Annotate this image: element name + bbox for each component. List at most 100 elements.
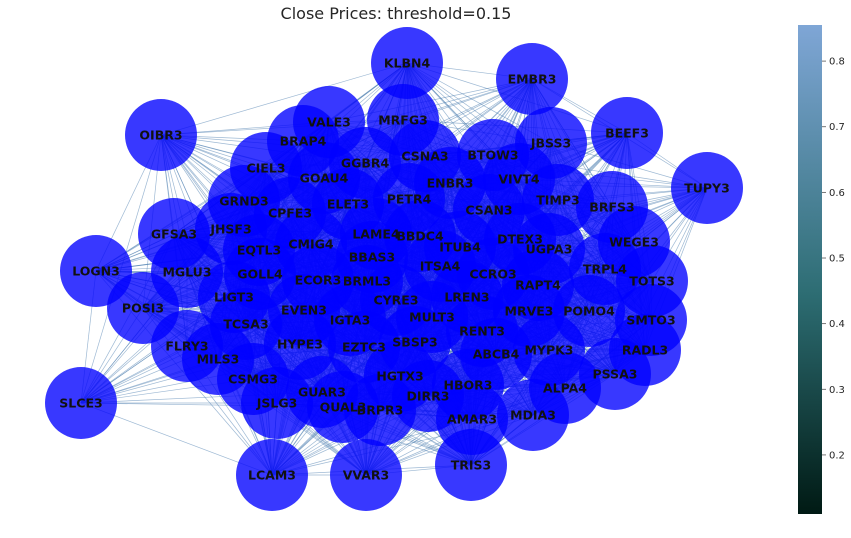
node-tris3 [435, 429, 507, 501]
colorbar-tick-label: 0.3 [829, 385, 845, 396]
node-label: VIVT4 [498, 172, 540, 187]
node-label: TCSA3 [223, 317, 268, 332]
node-label: IGTA3 [330, 313, 371, 328]
node-brpr3 [344, 374, 416, 446]
node-label: LAME4 [352, 227, 400, 242]
node-label: MDIA3 [510, 408, 556, 423]
colorbar-gradient [798, 25, 822, 514]
node-label: BTOW3 [467, 148, 518, 163]
colorbar-tick-label: 0.8 [829, 57, 845, 68]
node-oibr3 [125, 99, 197, 171]
node-label: RAPT4 [515, 278, 561, 293]
node-label: AMAR3 [447, 412, 497, 427]
node-label: OIBR3 [139, 128, 182, 143]
colorbar-tick-label: 0.4 [829, 319, 845, 330]
node-label: ELET3 [327, 197, 369, 212]
node-circle [241, 367, 313, 439]
node-circle [344, 374, 416, 446]
node-circle [496, 43, 568, 115]
node-label: TUPY3 [684, 181, 730, 196]
node-circle [591, 97, 663, 169]
node-label: DIRR3 [407, 389, 450, 404]
node-label: JSLG3 [256, 396, 298, 411]
node-label: CYRE3 [373, 293, 418, 308]
node-label: SLCE3 [59, 396, 102, 411]
node-label: MULT3 [409, 310, 455, 325]
node-label: CSAN3 [465, 203, 512, 218]
node-label: GRND3 [219, 194, 268, 209]
node-label: VALE3 [307, 115, 351, 130]
node-label: GOLL4 [237, 267, 283, 282]
node-label: PETR4 [387, 192, 432, 207]
node-circle [125, 99, 197, 171]
node-label: ENBR3 [427, 176, 474, 191]
node-label: TRIS3 [451, 458, 492, 473]
node-label: BBDC4 [396, 229, 444, 244]
chart-title: Close Prices: threshold=0.15 [281, 4, 512, 23]
node-label: HBOR3 [444, 378, 493, 393]
node-label: CPFE3 [268, 206, 312, 221]
node-label: MILS3 [197, 352, 240, 367]
node-label: PSSA3 [593, 367, 638, 382]
node-label: TOTS3 [629, 274, 674, 289]
node-label: LCAM3 [248, 468, 296, 483]
node-label: GFSA3 [151, 227, 197, 242]
node-embr3 [496, 43, 568, 115]
node-label: TIMP3 [536, 193, 579, 208]
node-label: FLRY3 [165, 339, 208, 354]
node-label: BRML3 [343, 274, 391, 289]
node-beef3 [591, 97, 663, 169]
node-label: GGBR4 [341, 156, 390, 171]
node-label: BRAP4 [280, 134, 327, 149]
colorbar-tick-label: 0.6 [829, 188, 845, 199]
node-label: EZTC3 [342, 340, 386, 355]
node-jslg3 [241, 367, 313, 439]
node-label: SMTO3 [626, 313, 675, 328]
node-label: BEEF3 [605, 126, 649, 141]
colorbar-tick-label: 0.2 [829, 450, 845, 461]
node-label: CSMG3 [228, 372, 278, 387]
node-label: LREN3 [444, 290, 489, 305]
node-label: EVEN3 [281, 303, 327, 318]
node-label: LOGN3 [72, 264, 120, 279]
node-label: EQTL3 [237, 243, 281, 258]
node-label: BRFS3 [589, 200, 634, 215]
node-label: MGLU3 [162, 265, 211, 280]
node-label: POMO4 [563, 304, 615, 319]
node-vvar3 [330, 439, 402, 511]
node-label: CMIG4 [288, 237, 334, 252]
node-label: ECOR3 [295, 273, 342, 288]
node-circle [45, 367, 117, 439]
node-circle [435, 429, 507, 501]
node-label: SBSP3 [392, 335, 437, 350]
node-mdia3 [497, 379, 569, 451]
node-label: UGPA3 [526, 242, 573, 257]
colorbar-tick-label: 0.7 [829, 122, 845, 133]
node-circle [330, 439, 402, 511]
node-label: POSI3 [122, 301, 164, 316]
colorbar-tick-label: 0.5 [829, 254, 845, 265]
node-label: VVAR3 [343, 468, 390, 483]
node-label: WEGE3 [609, 235, 659, 250]
node-tupy3 [671, 152, 743, 224]
node-circle [497, 379, 569, 451]
node-label: DTEX3 [497, 232, 543, 247]
node-label: BRPR3 [357, 403, 404, 418]
colorbar: 0.2 0.3 0.4 0.5 0.6 0.7 0.8 [798, 25, 845, 514]
node-label: JHSF3 [209, 222, 251, 237]
node-slce3 [45, 367, 117, 439]
node-label: ITUB4 [439, 240, 481, 255]
node-label: GUAR3 [298, 385, 346, 400]
edge [402, 119, 628, 134]
node-label: KLBN4 [384, 56, 431, 71]
colorbar-ticks: 0.2 0.3 0.4 0.5 0.6 0.7 0.8 [822, 57, 845, 461]
node-label: EMBR3 [508, 72, 557, 87]
node-label: RADL3 [622, 343, 668, 358]
node-label: CSNA3 [401, 149, 448, 164]
node-label: RENT3 [459, 324, 505, 339]
node-label: JBSS3 [530, 136, 571, 151]
node-label: CCRO3 [469, 267, 516, 282]
node-circle [371, 27, 443, 99]
